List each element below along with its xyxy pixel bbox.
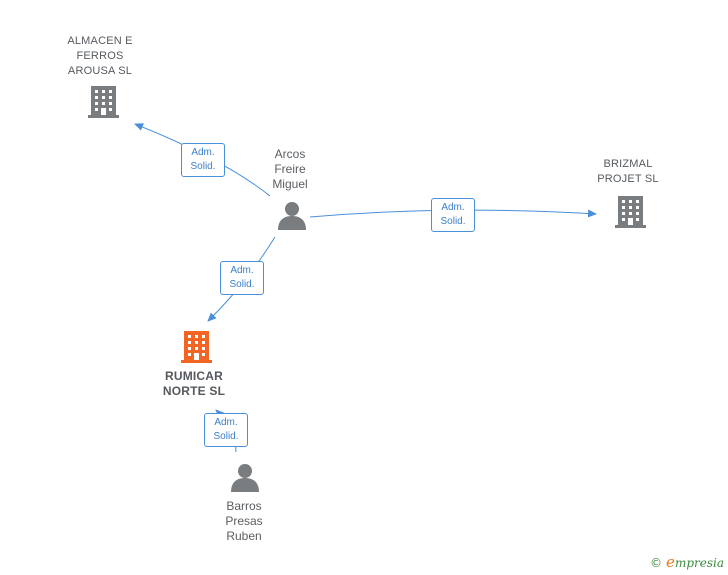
- edge-badge-barros-rumicar[interactable]: Adm. Solid.: [204, 413, 248, 447]
- badge-line-role: Adm.: [230, 265, 254, 276]
- building-icon[interactable]: [615, 196, 646, 228]
- badge-line-role: Adm.: [441, 202, 465, 213]
- badge-line-role: Adm.: [191, 147, 215, 158]
- brand-logo: ©empresia: [650, 553, 724, 571]
- person-label-arcos[interactable]: Arcos Freire Miguel: [272, 147, 308, 191]
- company-label-brizmal[interactable]: BRIZMAL PROJET SL: [597, 158, 659, 185]
- badge-line-type: Solid.: [190, 161, 216, 172]
- badge-line-type: Solid.: [440, 216, 466, 227]
- edge-badge-arcos-almacen[interactable]: Adm. Solid.: [181, 143, 225, 177]
- building-icon[interactable]: [181, 331, 212, 363]
- company-label-rumicar[interactable]: RUMICAR NORTE SL: [162, 369, 226, 398]
- person-icon[interactable]: [278, 202, 306, 230]
- badge-line-type: Solid.: [213, 431, 239, 442]
- copyright-icon: ©: [650, 556, 663, 570]
- brand-initial: e: [666, 553, 675, 571]
- brand-name: mpresia: [674, 556, 724, 570]
- edge-badge-arcos-rumicar[interactable]: Adm. Solid.: [220, 261, 264, 295]
- badge-line-role: Adm.: [214, 417, 238, 428]
- building-icon[interactable]: [88, 86, 119, 118]
- person-icon[interactable]: [231, 464, 259, 492]
- badge-line-type: Solid.: [229, 279, 255, 290]
- person-label-barros[interactable]: Barros Presas Ruben: [225, 499, 263, 543]
- edge-badge-arcos-brizmal[interactable]: Adm. Solid.: [431, 198, 475, 232]
- company-label-almacen[interactable]: ALMACEN E FERROS AROUSA SL: [67, 35, 133, 77]
